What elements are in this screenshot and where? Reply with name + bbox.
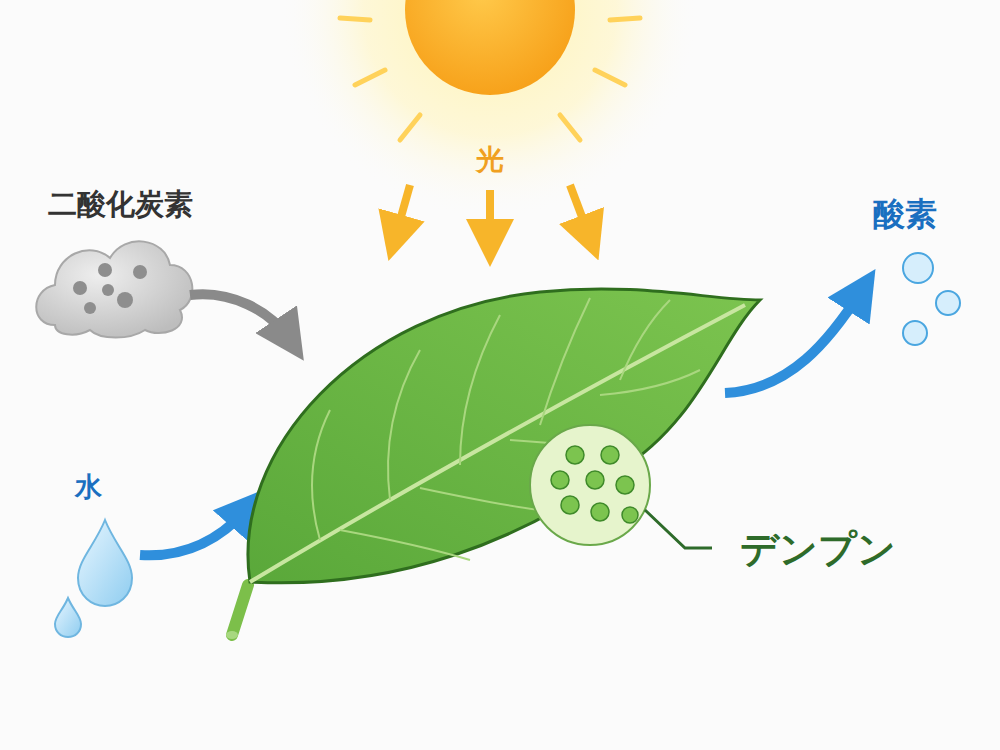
starch-detail (530, 425, 712, 548)
water-drop (78, 520, 132, 606)
light-label: 光 (476, 145, 504, 176)
co2-label: 二酸化炭素 (48, 189, 193, 221)
co2-cloud (36, 241, 192, 337)
co2-arrow (190, 294, 290, 340)
oxygen-arrow (725, 290, 862, 393)
oxygen-label: 酸素 (873, 197, 937, 232)
light-arrows (395, 185, 590, 243)
water-arrow (140, 508, 248, 555)
water-label: 水 (75, 472, 102, 502)
water-drop-small (55, 598, 81, 637)
sun (405, 0, 575, 95)
starch-label: デンプン (740, 529, 896, 571)
oxygen-bubbles (903, 253, 960, 345)
leaf (226, 289, 760, 639)
sun-glow (280, 0, 700, 220)
